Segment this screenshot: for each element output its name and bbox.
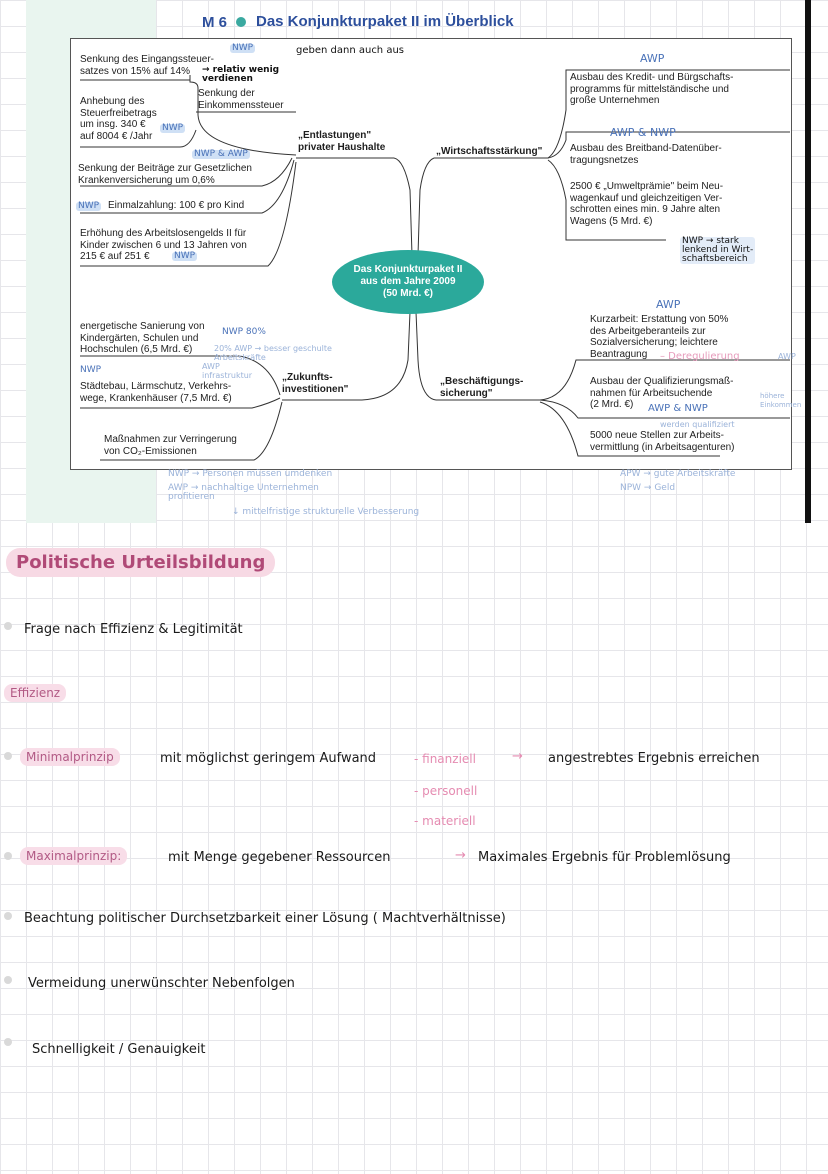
note-finanziell: - finanziell	[414, 752, 476, 766]
annotation-awp-nwp-2: AWP & NWP	[648, 403, 708, 414]
item-sanierung: energetische Sanierung von Kindergärten,…	[80, 321, 205, 355]
annotation-nwp-1: NWP	[230, 43, 256, 53]
annotation-nwp-stark: NWP → stark lenkend in Wirt- schaftsbere…	[680, 236, 756, 264]
annotation-awp-1: AWP	[640, 52, 665, 65]
bullet-dot	[4, 1038, 12, 1046]
note-maximal-text: mit Menge gegebener Ressourcen	[168, 850, 391, 865]
annotation-apw-gute: APW → gute Arbeitskräfte	[620, 469, 736, 479]
annotation-nwp-5: NWP	[80, 365, 102, 375]
annotation-nwp-personen: NWP → Personen müssen umdenken	[168, 469, 333, 479]
item-qualifizierung: Ausbau der Qualifizierungsmaß- nahmen fü…	[590, 376, 734, 410]
tag-maximalprinzip: Maximalprinzip:	[20, 847, 128, 865]
note-frage: Frage nach Effizienz & Legitimität	[24, 622, 243, 637]
annotation-awp-nwp-1: AWP & NWP	[610, 126, 676, 139]
annotation-nwp-80: NWP 80%	[222, 327, 266, 337]
bullet-dot	[4, 976, 12, 984]
mindmap-connector-lines	[80, 69, 790, 461]
annotation-nwp-awp: NWP & AWP	[192, 149, 250, 159]
branch-wirtschaft: „Wirtschaftsstärkung"	[436, 146, 543, 157]
annotation-nwp-4: NWP	[172, 251, 198, 261]
annotation-nwp-3: NWP	[76, 201, 102, 211]
annotation-awp-infrastruktur: AWP infrastruktur	[202, 362, 253, 380]
item-staedtebau: Städtebau, Lärmschutz, Verkehrs- wege, K…	[80, 381, 232, 404]
bullet-dot	[4, 852, 12, 860]
item-krankenversicherung: Senkung der Beiträge zur Gesetzlichen Kr…	[78, 163, 252, 186]
section-heading: Politische Urteilsbildung	[6, 548, 276, 577]
item-arbeitslosengeld: Erhöhung des Arbeitslosengelds II für Ki…	[80, 228, 247, 262]
annotation-deregulierung: – Deregulierung	[660, 351, 740, 362]
item-eingangssteuer: Senkung des Eingangssteuer- satzes von 1…	[80, 54, 214, 77]
note-minimal-text: mit möglichst geringem Aufwand	[160, 751, 377, 766]
item-co2: Maßnahmen zur Verringerung von CO₂-Emiss…	[104, 434, 237, 457]
note-ergebnis: angestrebtes Ergebnis erreichen	[548, 751, 760, 766]
annotation-strukturelle: ↓ mittelfristige strukturelle Verbesseru…	[232, 507, 420, 517]
item-steuerfreibetrag: Anhebung des Steuerfreibetrags um insg. …	[80, 96, 157, 142]
item-kurzarbeit: Kurzarbeit: Erstattung von 50% des Arbei…	[590, 314, 729, 360]
item-breitband: Ausbau des Breitband-Datenüber- tragungs…	[570, 143, 722, 166]
note-schnelligkeit: Schnelligkeit / Genauigkeit	[32, 1042, 206, 1057]
branch-beschaeftigung: „Beschäftigungs- sicherung"	[440, 376, 524, 399]
bullet-dot	[4, 622, 12, 630]
note-materiell: - materiell	[414, 814, 476, 828]
center-topic: Das Konjunkturpaket II aus dem Jahre 200…	[332, 250, 484, 314]
annotation-relativ-wenig: → relativ wenig verdienen	[202, 65, 280, 84]
item-stellen: 5000 neue Stellen zur Arbeits- vermittlu…	[590, 430, 735, 453]
branch-zukunft: „Zukunfts- investitionen"	[282, 372, 349, 395]
bullet-dot	[4, 912, 12, 920]
note-vermeidung: Vermeidung unerwünschter Nebenfolgen	[28, 976, 295, 991]
item-einmalzahlung: Einmalzahlung: 100 € pro Kind	[108, 200, 245, 211]
annotation-npw-geld: NPW → Geld	[620, 483, 676, 493]
item-umweltpraemie: 2500 € „Umweltprämie" beim Neu- wagenkau…	[570, 181, 724, 227]
page-title: Das Konjunkturpaket II im Überblick	[256, 13, 514, 30]
page-edge	[805, 0, 811, 523]
note-beachtung: Beachtung politischer Durchsetzbarkeit e…	[24, 911, 506, 926]
annotation-geben-aus: geben dann auch aus	[296, 45, 405, 56]
material-marker: M 6	[202, 14, 228, 31]
tag-effizienz: Effizienz	[4, 684, 67, 702]
annotation-awp-20: 20% AWP → besser geschulte Arbeitskräfte	[214, 344, 332, 362]
tag-minimalprinzip: Minimalprinzip	[20, 748, 120, 766]
annotation-hoehere: höhere Einkommen	[760, 392, 802, 409]
arrow-icon: →	[512, 749, 523, 764]
annotation-awp-nachhaltig: AWP → nachhaltige Unternehmen profitiere…	[168, 483, 319, 502]
item-einkommenssteuer: Senkung der Einkommenssteuer	[198, 88, 284, 111]
arrow-icon: →	[455, 848, 466, 863]
annotation-qualifiziert: werden qualifiziert	[660, 420, 735, 429]
branch-entlastungen: „Entlastungen" privater Haushalte	[298, 130, 386, 153]
note-maximal-result: Maximales Ergebnis für Problemlösung	[478, 850, 731, 865]
annotation-nwp-2: NWP	[160, 123, 186, 133]
annotation-awp-2: AWP	[656, 298, 681, 311]
item-kredit: Ausbau des Kredit- und Bürgschafts- prog…	[570, 72, 734, 106]
note-personell: - personell	[414, 784, 478, 798]
title-dot-icon	[236, 17, 246, 27]
bullet-dot	[4, 752, 12, 760]
annotation-awp-edge: AWP	[778, 352, 796, 361]
